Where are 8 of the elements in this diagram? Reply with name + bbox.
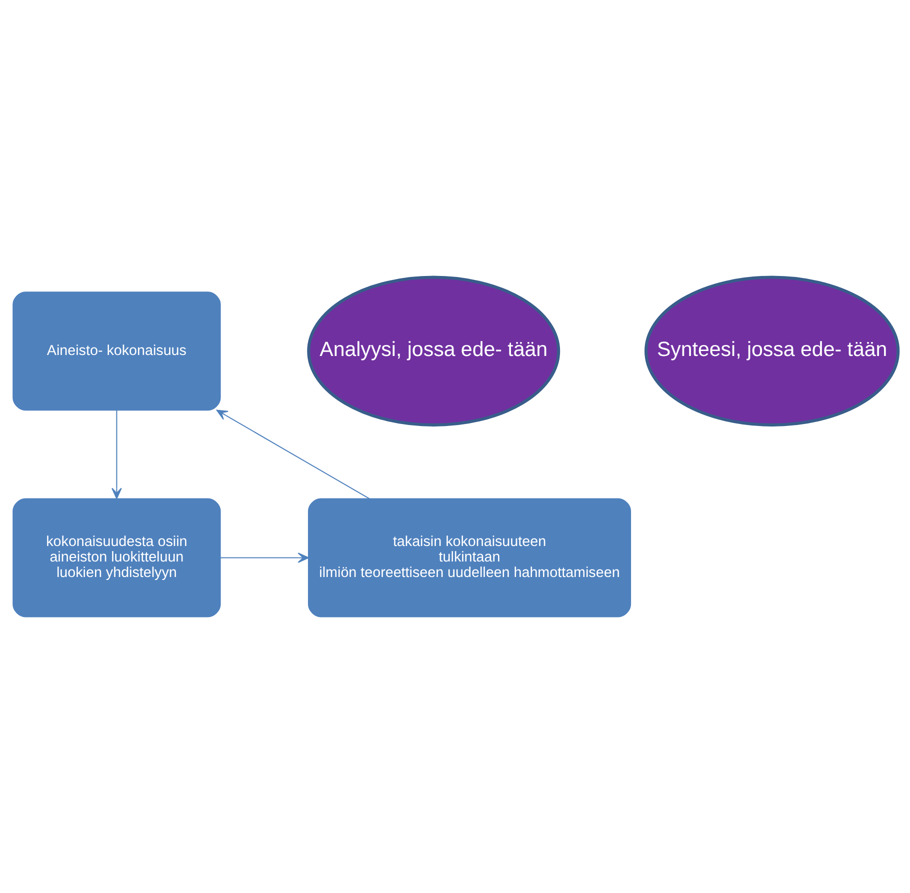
node-ellipse: Synteesi, jossa ede- tään bbox=[644, 275, 900, 426]
node-box: Aineisto- kokonaisuus bbox=[12, 291, 220, 410]
node-box: takaisin kokonaisuuteen tulkintaan ilmiön teoreettiseen uudelleen hahmottamiseen bbox=[307, 498, 631, 617]
node-box: kokonaisuudesta osiin aineiston luokitteluun luokien yhdistelyyn bbox=[12, 498, 220, 617]
arrow bbox=[216, 409, 370, 499]
arrow bbox=[111, 410, 122, 499]
arrow bbox=[220, 552, 308, 562]
node-ellipse: Analyysi, jossa ede- tään bbox=[306, 275, 560, 426]
